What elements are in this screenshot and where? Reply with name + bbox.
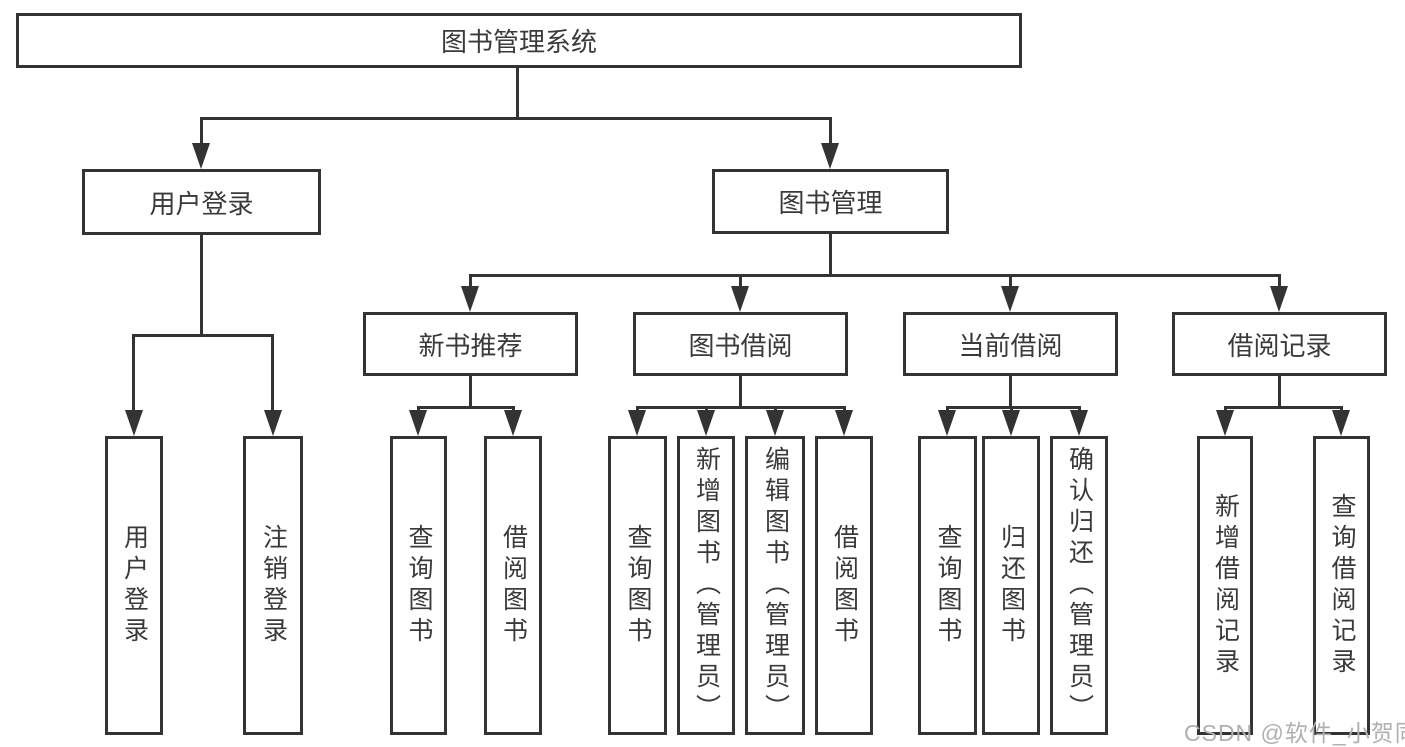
connector-line bbox=[132, 334, 135, 414]
node-system-root: 图书管理系统 bbox=[16, 13, 1022, 68]
node-new-book-recommendation: 新书推荐 bbox=[363, 312, 578, 376]
connector-line bbox=[636, 406, 846, 409]
leaf-label: 编辑图书（管理员） bbox=[761, 446, 790, 725]
arrow-down-icon bbox=[1216, 410, 1234, 436]
arrow-down-icon bbox=[125, 410, 143, 436]
arrow-down-icon bbox=[409, 410, 427, 436]
leaf-add-borrow-record: 新增借阅记录 bbox=[1197, 436, 1253, 735]
leaf-label: 新增借阅记录 bbox=[1211, 492, 1240, 679]
leaf-label: 查询图书 bbox=[405, 523, 433, 648]
leaf-borrow-books-1: 借阅图书 bbox=[484, 436, 542, 735]
connector-line bbox=[1009, 274, 1012, 290]
connector-line bbox=[516, 68, 519, 120]
arrow-down-icon bbox=[1332, 410, 1350, 436]
connector-line bbox=[132, 334, 274, 337]
connector-line bbox=[739, 274, 742, 290]
arrow-down-icon bbox=[835, 410, 853, 436]
arrow-down-icon bbox=[264, 410, 282, 436]
leaf-query-books-3: 查询图书 bbox=[918, 436, 977, 735]
connector-line bbox=[739, 376, 742, 409]
arrow-down-icon bbox=[1001, 286, 1019, 312]
connector-line bbox=[200, 117, 203, 147]
arrow-down-icon bbox=[1270, 286, 1288, 312]
node-borrowing-records: 借阅记录 bbox=[1172, 312, 1387, 376]
connector-line bbox=[417, 406, 515, 409]
node-book-management: 图书管理 bbox=[712, 169, 949, 234]
connector-line bbox=[829, 234, 832, 277]
connector-line bbox=[271, 334, 274, 414]
leaf-return-book: 归还图书 bbox=[982, 436, 1040, 735]
leaf-label: 查询图书 bbox=[624, 523, 652, 648]
leaf-label: 借阅图书 bbox=[830, 523, 859, 648]
leaf-query-books-1: 查询图书 bbox=[390, 436, 447, 735]
arrow-down-icon bbox=[766, 410, 784, 436]
leaf-label: 查询借阅记录 bbox=[1328, 492, 1356, 679]
csdn-watermark: CSDN @软件_小贺同学 bbox=[1184, 720, 1405, 746]
leaf-label: 借阅图书 bbox=[499, 523, 528, 648]
connector-line bbox=[1278, 274, 1281, 290]
arrow-down-icon bbox=[1070, 410, 1088, 436]
connector-line bbox=[469, 274, 472, 290]
leaf-label: 归还图书 bbox=[997, 523, 1026, 648]
arrow-down-icon bbox=[192, 143, 210, 169]
arrow-down-icon bbox=[697, 410, 715, 436]
leaf-borrow-books-2: 借阅图书 bbox=[815, 436, 873, 735]
connector-line bbox=[946, 406, 1081, 409]
leaf-add-book-admin: 新增图书（管理员） bbox=[677, 436, 735, 735]
leaf-confirm-return-admin: 确认归还（管理员） bbox=[1050, 436, 1108, 735]
arrow-down-icon bbox=[461, 286, 479, 312]
leaf-label: 确认归还（管理员） bbox=[1065, 446, 1094, 725]
connector-line bbox=[829, 117, 832, 147]
arrow-down-icon bbox=[938, 410, 956, 436]
leaf-query-borrow-record: 查询借阅记录 bbox=[1313, 436, 1370, 735]
connector-line bbox=[1224, 406, 1343, 409]
leaf-label: 注销登录 bbox=[259, 523, 288, 648]
connector-line bbox=[1278, 376, 1281, 409]
arrow-down-icon bbox=[628, 410, 646, 436]
node-current-borrowing: 当前借阅 bbox=[903, 312, 1118, 376]
leaf-label: 查询图书 bbox=[934, 523, 962, 648]
node-book-borrowing: 图书借阅 bbox=[633, 312, 848, 376]
connector-line bbox=[469, 274, 1281, 277]
connector-line bbox=[469, 376, 472, 409]
connector-line bbox=[1009, 376, 1012, 409]
arrow-down-icon bbox=[504, 410, 522, 436]
connector-line bbox=[200, 235, 203, 337]
leaf-user-login: 用户登录 bbox=[105, 436, 163, 735]
arrow-down-icon bbox=[731, 286, 749, 312]
node-user-login: 用户登录 bbox=[82, 169, 321, 235]
leaf-label: 新增图书（管理员） bbox=[692, 446, 721, 725]
arrow-down-icon bbox=[821, 143, 839, 169]
leaf-query-books-2: 查询图书 bbox=[608, 436, 667, 735]
connector-line bbox=[200, 117, 832, 120]
leaf-label: 用户登录 bbox=[120, 523, 149, 648]
leaf-edit-book-admin: 编辑图书（管理员） bbox=[745, 436, 805, 735]
leaf-logout: 注销登录 bbox=[243, 436, 303, 735]
arrow-down-icon bbox=[1002, 410, 1020, 436]
